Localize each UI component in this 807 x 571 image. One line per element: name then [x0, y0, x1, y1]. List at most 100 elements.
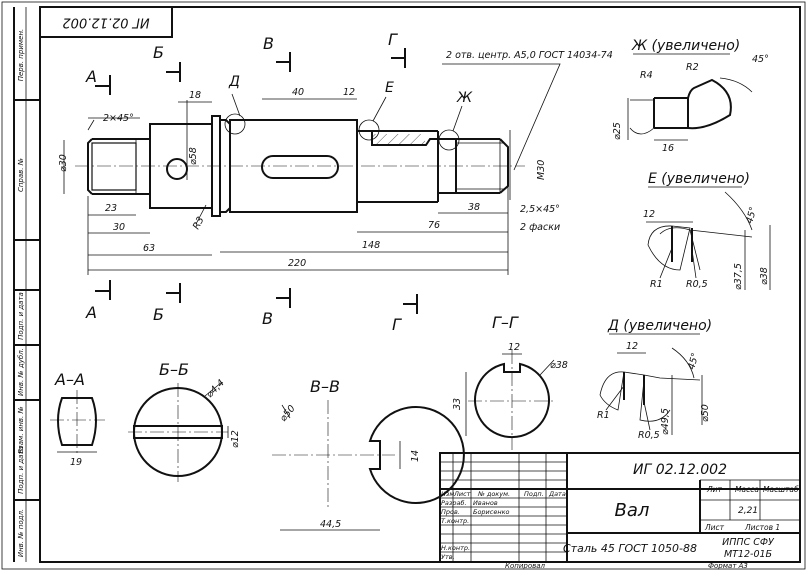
detail-zh-title: Ж (увеличено) — [631, 38, 740, 54]
footer-copied: Копировал — [505, 562, 546, 570]
dim-12: 12 — [343, 87, 355, 98]
e-r1: R1 — [650, 279, 663, 290]
tb-sheets: Листов 1 — [744, 523, 780, 532]
corner-code-box: ИГ 02.12.002 — [39, 6, 173, 38]
d-12: 12 — [626, 341, 638, 352]
e-d375: ⌀37,5 — [733, 263, 744, 290]
tb-role-checker: Пров. — [441, 508, 460, 516]
side-label-3: Подп. и дата — [17, 292, 25, 340]
detail-d-title: Д (увеличено) — [607, 318, 712, 334]
tb-name-developer: Иванов — [473, 499, 498, 507]
tb-mass: 2,21 — [738, 506, 758, 516]
dim-d58: ⌀58 — [188, 147, 199, 165]
zh-16: 16 — [662, 143, 674, 154]
section-gg: Г–Г 12 ⌀38 33 — [452, 313, 568, 450]
detail-e: Е (увеличено) 12 45° R1 R0,5 ⌀37,5 ⌀38 — [643, 171, 771, 290]
mark-g-bottom: Г — [392, 315, 402, 334]
d-angle: 45° — [686, 352, 701, 371]
dim-220: 220 — [288, 258, 306, 269]
detail-e-title: Е (увеличено) — [648, 171, 750, 187]
dim-chamfers-note: 2 фаски — [520, 222, 560, 233]
section-vv-shape — [368, 406, 465, 504]
tb-col-scale: Масштаб — [763, 485, 799, 494]
section-marks-bottom: А Б В Г — [85, 280, 418, 334]
section-aa-title: А–А — [54, 370, 85, 389]
mark-v-top: В — [263, 34, 274, 53]
section-bb: Б–Б ⌀4,4 ⌀12 — [128, 360, 241, 482]
bb-d12: ⌀12 — [230, 430, 241, 448]
callout-e: Е — [385, 80, 394, 96]
mark-b-bottom: Б — [153, 305, 164, 324]
dim-18: 18 — [189, 90, 201, 101]
callout-d: Д — [228, 74, 240, 90]
detail-d: Д (увеличено) 12 45° R1 R0,5 ⌀49,5 ⌀50 — [597, 318, 712, 441]
center-holes-note: 2 отв. центр. А5,0 ГОСТ 14034-74 — [446, 50, 613, 61]
main-dimensions: 2×45° ⌀30 18 ⌀58 40 12 М30 R3 23 30 63 1… — [58, 87, 560, 275]
callout-e-circle — [358, 119, 380, 141]
tb-sheet: Лист — [704, 523, 725, 532]
cross-hole — [166, 158, 188, 180]
dim-m30: М30 — [536, 160, 547, 180]
tb-header-izm: Изм — [441, 490, 454, 498]
dim-chamfer-left: 2×45° — [103, 113, 134, 124]
e-d38: ⌀38 — [759, 267, 770, 285]
mark-b-top: Б — [153, 43, 164, 62]
d-r1: R1 — [597, 410, 610, 421]
side-label-7: Инв. № подл. — [17, 509, 25, 557]
section-vv: В–В ⌀50 44,5 14 — [272, 377, 465, 531]
mark-v-bottom: В — [262, 309, 273, 328]
gg-12: 12 — [508, 342, 520, 353]
dim-148: 148 — [362, 240, 380, 251]
dim-30: 30 — [113, 222, 125, 233]
side-column: Перв. примен. Справ. № Подп. и дата Инв.… — [13, 7, 40, 562]
corner-code: ИГ 02.12.002 — [62, 15, 149, 30]
dim-40: 40 — [292, 87, 304, 98]
dim-76: 76 — [428, 220, 440, 231]
tb-designation: ИГ 02.12.002 — [633, 462, 727, 478]
bb-d44: ⌀4,4 — [204, 378, 227, 401]
flat-square — [91, 142, 137, 191]
section-aa: А–А 19 — [50, 370, 105, 468]
side-label-1: Перв. примен. — [17, 29, 25, 82]
tb-header-date: Дата — [548, 490, 566, 498]
tb-name-checker: Борисенко — [473, 508, 510, 516]
tb-org-2: МТ12-01Б — [724, 549, 773, 560]
mark-a-top: А — [85, 67, 97, 86]
dim-chamfer-right: 2,5×45° — [520, 204, 560, 215]
side-label-5: Взам. инв. № — [17, 406, 25, 454]
dim-d30: ⌀30 — [58, 154, 69, 172]
e-r05: R0,5 — [686, 279, 708, 290]
tb-org-1: ИППС СФУ — [722, 537, 775, 548]
section-vv-title: В–В — [310, 377, 340, 396]
collar — [211, 115, 221, 217]
dim-r3: R3 — [191, 215, 207, 231]
d-d495: ⌀49,5 — [660, 408, 671, 435]
tb-part-name: Вал — [615, 500, 650, 521]
body-d50 — [229, 119, 358, 213]
tb-header-doc: № докум. — [477, 490, 510, 498]
title-block: Изм Лист № докум. Подп. Дата Разраб. Про… — [439, 452, 801, 563]
gg-d38: ⌀38 — [550, 360, 568, 371]
d-d50: ⌀50 — [700, 404, 711, 422]
key-hatch — [373, 134, 425, 145]
tb-role-approver: Утв. — [441, 553, 455, 561]
callout-zh: Ж — [456, 90, 473, 106]
zh-r4: R4 — [640, 70, 653, 81]
drawing-frame — [39, 6, 801, 563]
callout-zh-circle — [438, 129, 460, 151]
e-12: 12 — [643, 209, 655, 220]
vv-445: 44,5 — [320, 519, 341, 530]
section-marks-top: А Б В Г — [85, 30, 406, 95]
dim-63: 63 — [143, 243, 155, 254]
mark-g-top: Г — [388, 30, 398, 49]
section-bb-title: Б–Б — [159, 360, 189, 379]
e-angle: 45° — [744, 206, 759, 225]
shaft-main-view: Д Е Ж А Б В Г А Б В Г 2 отв. центр. А5,0… — [58, 30, 613, 334]
gg-33: 33 — [452, 398, 463, 410]
tb-material: Сталь 45 ГОСТ 1050-88 — [563, 542, 697, 555]
vv-d50: ⌀50 — [278, 403, 298, 424]
section-aa-shape — [57, 397, 97, 446]
